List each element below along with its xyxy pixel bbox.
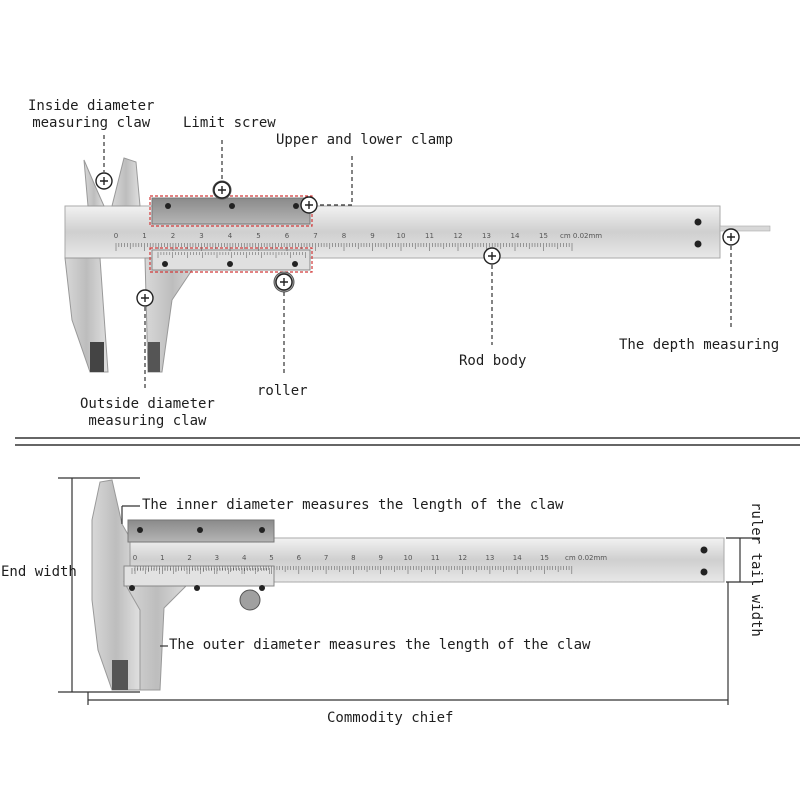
scale-number: 5 <box>269 554 273 562</box>
top-movable-inside-claw <box>111 157 141 207</box>
scale-number: 0 <box>133 554 137 562</box>
scale-number: 11 <box>431 554 440 562</box>
bottom-scale-ticks <box>134 566 573 574</box>
screw-icon <box>213 181 231 199</box>
scale-number: 8 <box>342 232 346 240</box>
screw-icon <box>483 247 501 265</box>
bottom-vernier-ticks <box>131 568 270 574</box>
screw-icon <box>136 289 154 307</box>
label-inner-claw-length: The inner diameter measures the length o… <box>142 497 564 513</box>
scale-number: 3 <box>199 232 203 240</box>
label-ruler-tail-width: ruler tail width <box>748 502 764 637</box>
label-depth: The depth measuring <box>619 337 780 353</box>
label-roller: roller <box>257 383 308 399</box>
rivet-icon <box>129 527 708 591</box>
scale-number: 2 <box>171 232 175 240</box>
screw-icon <box>275 273 293 291</box>
scale-unit: cm 0.02mm <box>565 554 607 562</box>
scale-number: 4 <box>228 232 233 240</box>
bottom-fixed-claw-tip <box>112 660 128 690</box>
label-outside-claw: Outside diameter measuring claw <box>80 396 215 429</box>
screw-icon <box>300 196 318 214</box>
label-rod-body: Rod body <box>459 353 527 369</box>
scale-number: 9 <box>370 232 374 240</box>
scale-number: 10 <box>397 232 406 240</box>
top-lower-clamp-box <box>149 247 313 273</box>
scale-number: 12 <box>454 232 463 240</box>
rivet-icon <box>162 203 702 267</box>
scale-number: 2 <box>187 554 191 562</box>
scale-number: 6 <box>297 554 302 562</box>
top-vernier-ticks <box>157 252 306 258</box>
top-vernier-plate <box>151 249 311 271</box>
scale-number: 1 <box>142 232 146 240</box>
top-slider-bar <box>151 197 311 225</box>
scale-number: 15 <box>539 232 548 240</box>
scale-unit: cm 0.02mm <box>560 232 602 240</box>
bottom-vernier-plate <box>123 565 275 587</box>
label-clamp: Upper and lower clamp <box>276 132 454 148</box>
bottom-main-beam <box>91 537 725 583</box>
scale-number: 3 <box>215 554 219 562</box>
scale-number: 13 <box>485 554 494 562</box>
scale-number: 8 <box>351 554 355 562</box>
scale-number: 13 <box>482 232 491 240</box>
top-fixed-claw-tip <box>90 342 104 372</box>
scale-number: 9 <box>378 554 382 562</box>
scale-number: 12 <box>458 554 467 562</box>
screw-icon <box>95 172 113 190</box>
top-depth-rod <box>719 225 771 232</box>
screw-icons-top <box>95 172 740 307</box>
scale-number: 7 <box>324 554 328 562</box>
scale-number: 15 <box>540 554 549 562</box>
top-movable-claw-tip <box>148 342 160 372</box>
scale-number: 1 <box>160 554 164 562</box>
label-commodity-chief: Commodity chief <box>327 710 454 726</box>
scale-number: 11 <box>425 232 434 240</box>
scale-number: 4 <box>242 554 247 562</box>
dimension-lines <box>58 477 760 705</box>
leader-lines-top <box>103 135 732 390</box>
scale-number: 0 <box>114 232 118 240</box>
label-limit-screw: Limit screw <box>183 115 276 131</box>
top-fixed-inside-claw <box>83 159 105 207</box>
label-inside-claw: Inside diameter measuring claw <box>28 98 155 131</box>
scale-number: 10 <box>404 554 413 562</box>
top-scale-ticks <box>115 243 573 251</box>
scale-number: 14 <box>513 554 522 562</box>
bottom-roller <box>239 589 261 611</box>
scale-number: 14 <box>511 232 520 240</box>
scale-number: 6 <box>285 232 290 240</box>
label-end-width: End width <box>1 564 77 580</box>
screw-icon <box>722 228 740 246</box>
label-outer-claw-length: The outer diameter measures the length o… <box>169 637 591 653</box>
scale-number: 7 <box>313 232 317 240</box>
scale-number: 5 <box>256 232 260 240</box>
section-divider <box>15 437 800 446</box>
